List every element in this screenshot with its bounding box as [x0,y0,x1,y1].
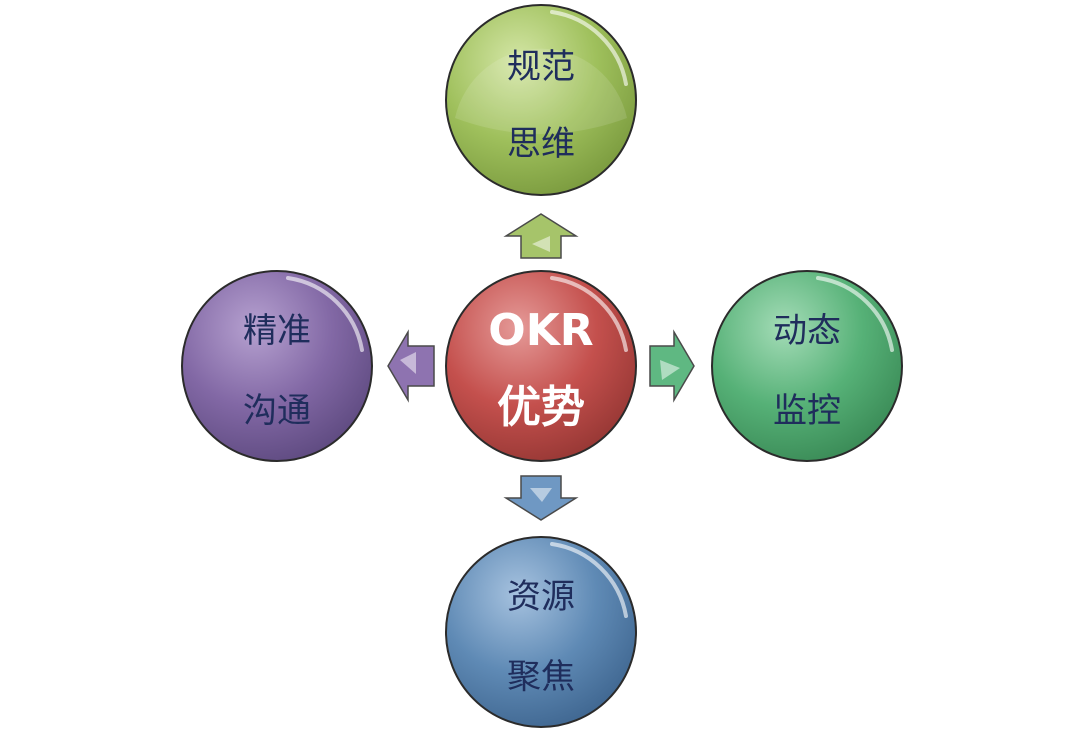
node-top-line2: 思维 [507,124,575,164]
center-line2: 优势 [497,382,585,433]
node-left-line2: 沟通 [243,391,311,431]
node-top-line1: 规范 [507,47,575,87]
node-bottom-line1: 资源 [507,577,575,617]
node-left: 精准 沟通 [181,270,373,462]
arrow-right-icon [649,329,695,403]
node-top: 规范 思维 [445,4,637,196]
node-center: OKR 优势 [445,270,637,462]
center-line1: OKR [488,305,593,356]
node-right-line2: 监控 [773,391,841,431]
node-bottom-line2: 聚焦 [507,657,575,697]
node-right-line1: 动态 [773,311,841,351]
node-bottom: 资源 聚焦 [445,536,637,728]
arrow-left-icon [387,329,435,403]
node-right: 动态 监控 [711,270,903,462]
arrow-up-icon [503,213,579,259]
node-left-line1: 精准 [243,311,311,351]
arrow-down-icon [503,475,579,521]
